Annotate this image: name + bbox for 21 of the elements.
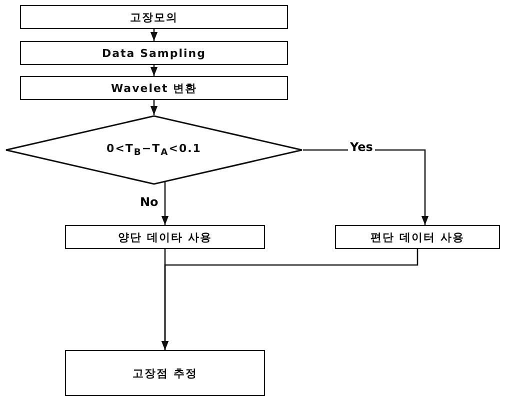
arrow xyxy=(161,182,169,225)
process-box xyxy=(335,225,500,249)
edge-label: No xyxy=(138,195,160,209)
edge-label: Yes xyxy=(348,140,375,154)
arrow xyxy=(161,248,418,350)
arrow xyxy=(150,100,158,115)
box-text: 고장점 추정 xyxy=(132,366,198,380)
process-box xyxy=(20,76,288,100)
process-box xyxy=(20,41,288,65)
arrow xyxy=(150,65,158,76)
box-text: Data Sampling xyxy=(102,46,206,60)
process-box xyxy=(20,5,288,29)
process-box xyxy=(65,225,265,249)
box-text: 고장모의 xyxy=(130,10,178,24)
box-text: 양단 데이타 사용 xyxy=(118,230,212,244)
decision-diamond xyxy=(5,115,303,185)
arrow xyxy=(150,29,158,41)
box-text: Wavelet 변환 xyxy=(110,80,198,96)
box-text: 0<T$_{B}$−T$_{A}$<0.1 xyxy=(106,142,202,158)
box-text: 편단 데이터 사용 xyxy=(370,230,464,244)
process-box xyxy=(65,350,265,396)
